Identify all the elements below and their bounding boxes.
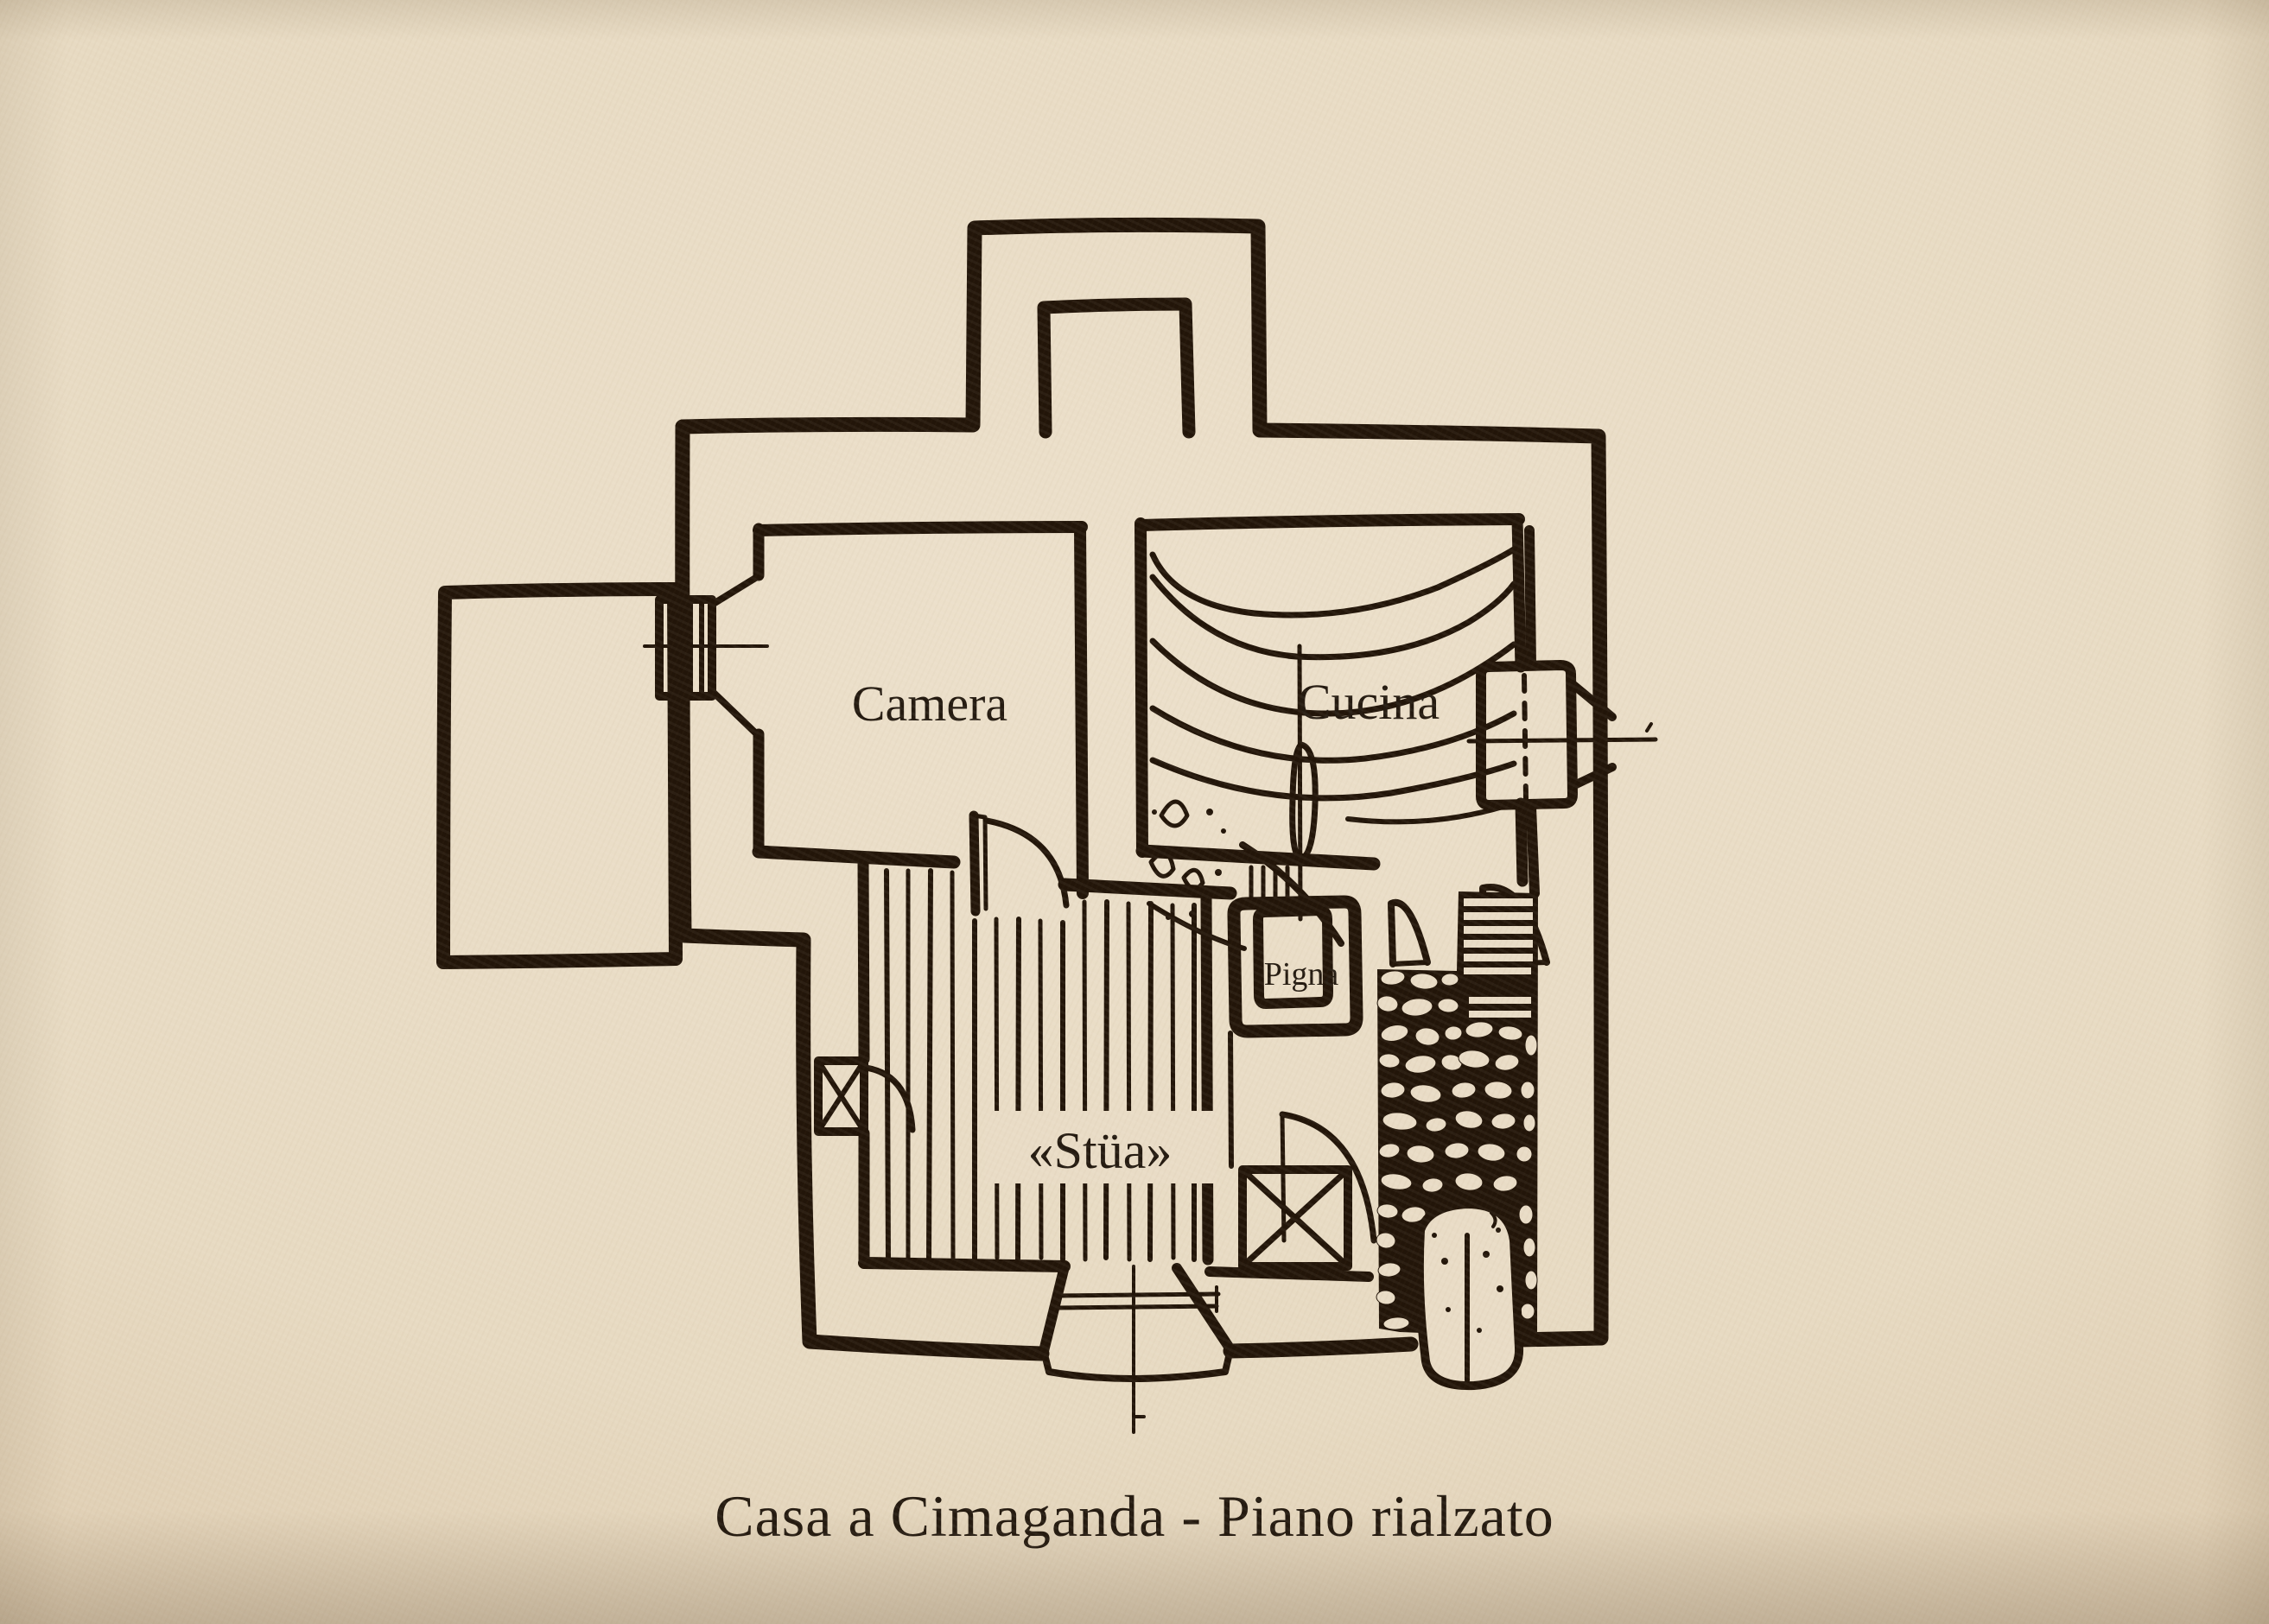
room-label-pigna: Pigna bbox=[1264, 956, 1339, 993]
caption-title: Casa a Cimaganda - Piano rialzato bbox=[715, 1483, 1554, 1549]
stua-floor-planks bbox=[884, 868, 1217, 1262]
cucina-east-window bbox=[1466, 660, 1658, 810]
outer-walls bbox=[675, 217, 1609, 1361]
staircase bbox=[1464, 898, 1533, 1018]
room-label-camera: Camera bbox=[852, 676, 1007, 732]
cucina-hearth-sketch bbox=[1147, 644, 1344, 951]
stua-south-window bbox=[1039, 1261, 1236, 1434]
room-stua-walls bbox=[857, 854, 1374, 1282]
stua-west-window bbox=[814, 1056, 916, 1136]
stove-pigna bbox=[1227, 865, 1363, 1038]
annex-room bbox=[436, 582, 683, 969]
boulder-stone bbox=[1414, 1200, 1524, 1391]
room-label-cucina: Cucina bbox=[1298, 674, 1440, 730]
labels: Camera Cucina «Stüa» Pigna bbox=[852, 674, 1440, 1179]
stone-texture bbox=[1376, 970, 1538, 1330]
room-camera-walls bbox=[752, 521, 1237, 900]
door-camera-stua bbox=[969, 810, 1070, 917]
corridor-details bbox=[1228, 1031, 1377, 1271]
room-label-stua: «Stüa» bbox=[1028, 1122, 1173, 1179]
room-cucina-walls bbox=[1134, 513, 1529, 887]
annex-camera-window bbox=[643, 574, 769, 738]
